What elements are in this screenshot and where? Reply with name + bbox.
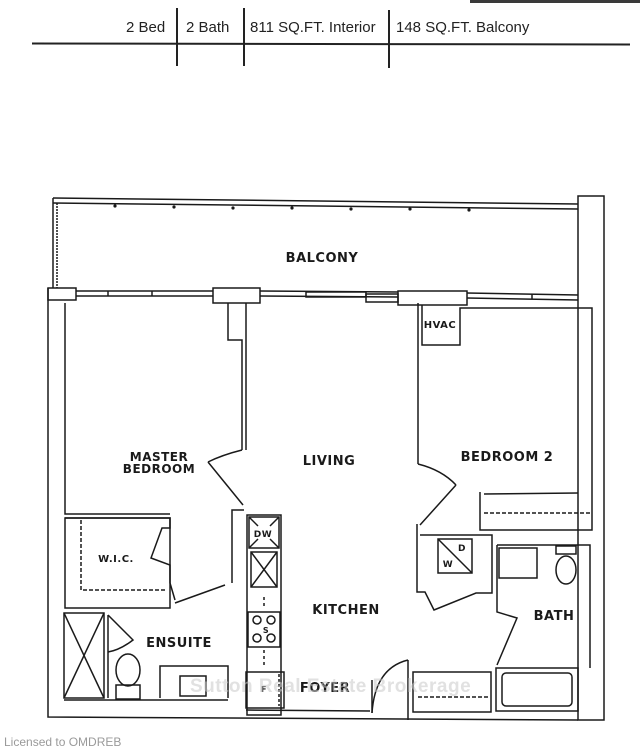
- walk-in-closet: [64, 517, 226, 609]
- label-stove: S: [263, 626, 269, 635]
- license-notice: Licensed to OMDREB: [4, 735, 122, 749]
- kitchen-counter: [245, 514, 371, 716]
- label-fridge: F: [261, 685, 267, 694]
- label-kitchen: KITCHEN: [312, 603, 379, 618]
- header-divider: [388, 10, 390, 68]
- balcony-area: 148 SQ.FT. Balcony: [396, 19, 530, 36]
- label-hvac: HVAC: [424, 320, 457, 331]
- exterior-column: [577, 195, 605, 721]
- label-dishwasher: DW: [254, 530, 272, 540]
- ensuite-walls: [63, 509, 244, 701]
- brokerage-watermark: Sutton Real Estate Brokerage: [190, 676, 472, 697]
- unit-summary-header: 2 Bed 2 Bath 811 SQ.FT. Interior 148 SQ.…: [0, 0, 640, 70]
- label-ensuite: ENSUITE: [146, 636, 212, 651]
- label-living: LIVING: [303, 454, 356, 469]
- header-divider: [243, 8, 245, 66]
- label-master-line1: MASTER: [130, 450, 189, 464]
- bath-count: 2 Bath: [186, 19, 230, 36]
- master-bedroom-walls: [64, 303, 247, 515]
- label-wic: W.I.C.: [98, 554, 134, 565]
- header-divider: [176, 8, 178, 66]
- balcony-railing: [52, 197, 579, 288]
- label-foyer: FOYER: [300, 681, 350, 696]
- bed-count: 2 Bed: [126, 19, 166, 36]
- bedroom2-walls: [417, 303, 593, 531]
- entry-door: [371, 659, 409, 720]
- bath-walls: [412, 544, 591, 713]
- label-dryer: D: [458, 544, 466, 554]
- label-bath: BATH: [534, 609, 575, 624]
- label-master-line2: BEDROOM: [123, 462, 195, 476]
- label-washer: W: [443, 560, 453, 570]
- interior-area: 811 SQ.FT. Interior: [250, 19, 376, 36]
- exterior-wall: [47, 288, 579, 721]
- laundry-closet: [416, 524, 493, 611]
- window-wall: [47, 287, 579, 306]
- label-bedroom-2: BEDROOM 2: [461, 450, 554, 465]
- label-balcony: BALCONY: [286, 251, 359, 266]
- scan-edge-band: [470, 0, 640, 3]
